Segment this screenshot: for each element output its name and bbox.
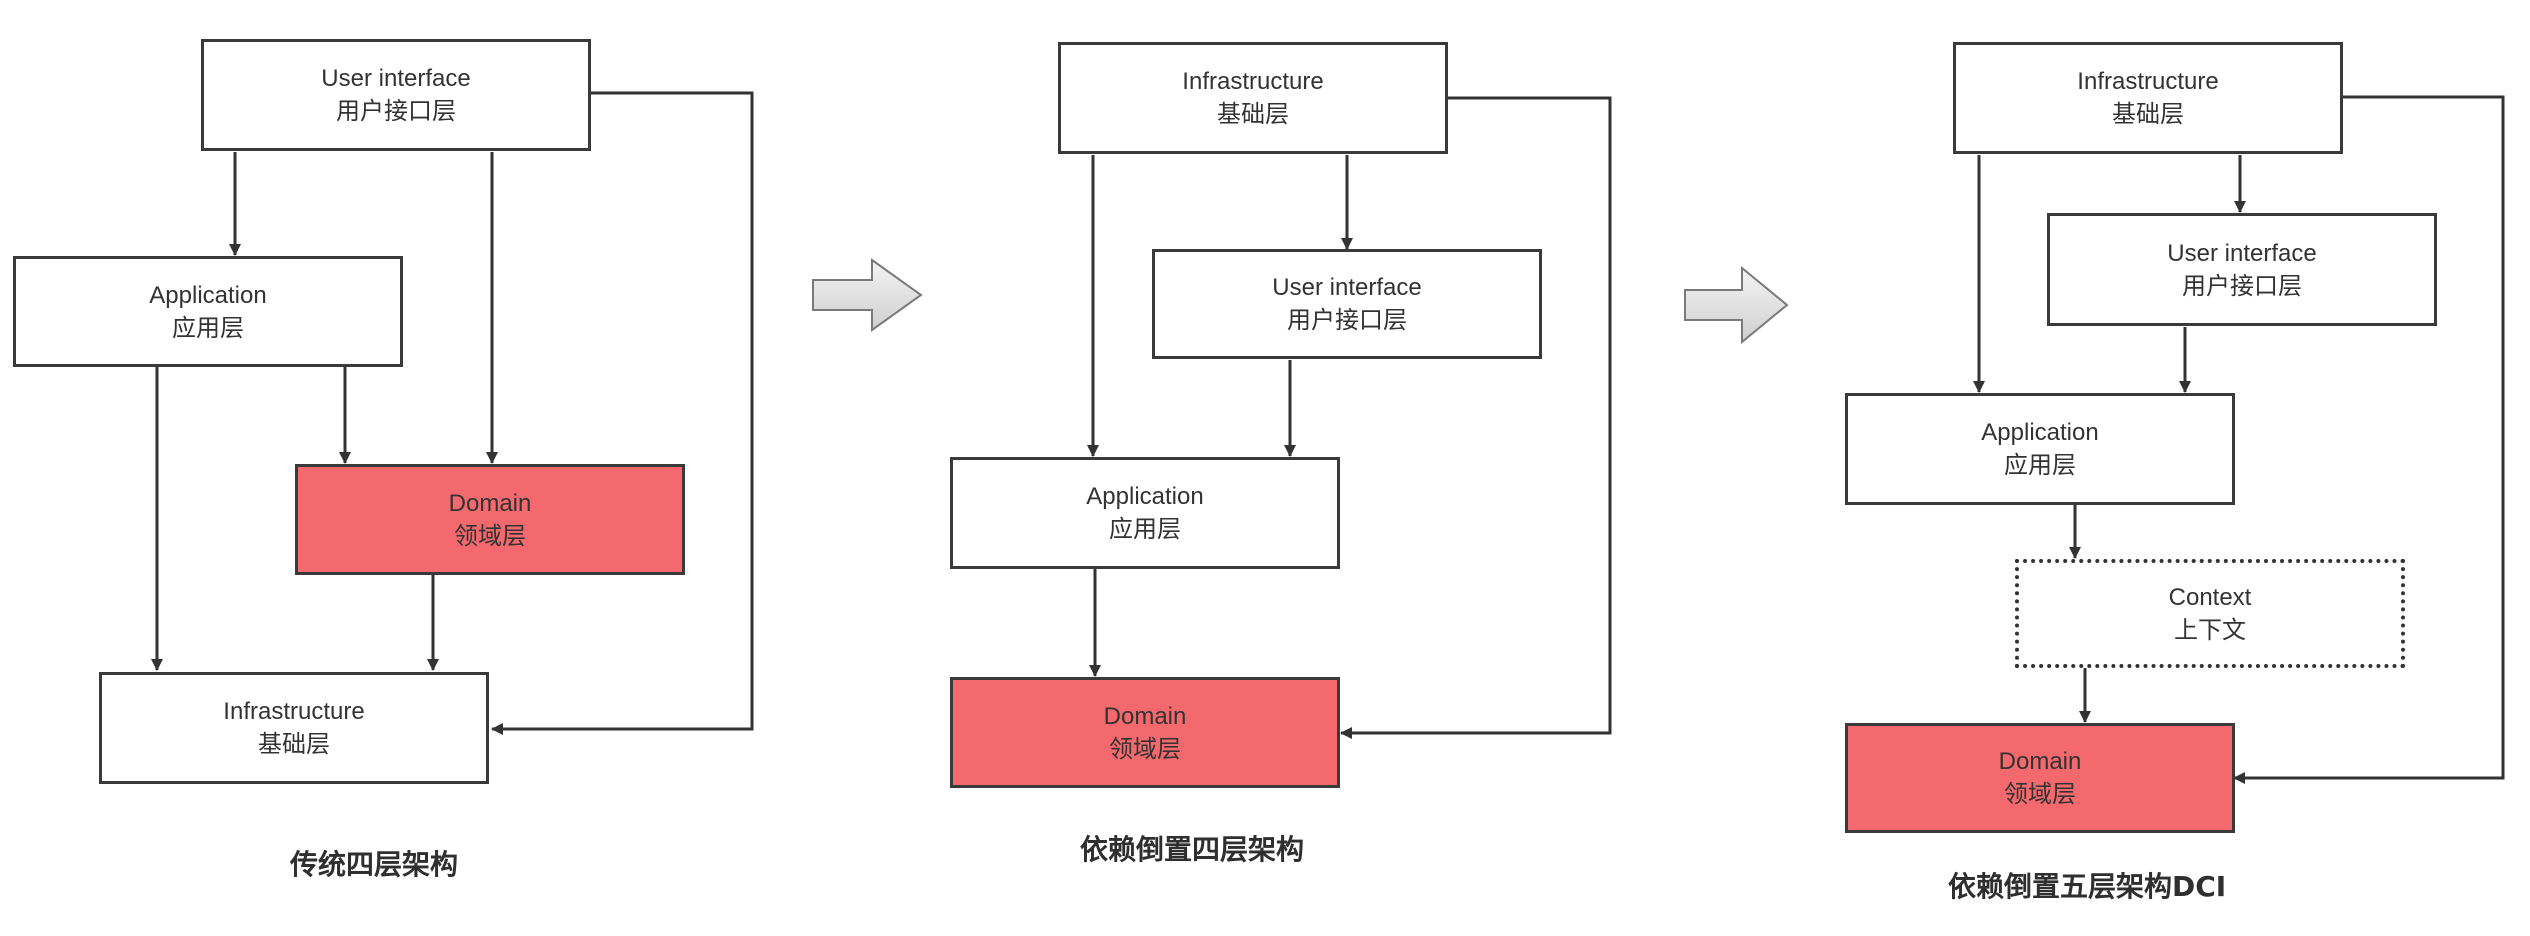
d2-infra-en: Infrastructure [1182,68,1324,95]
diagram3-connectors [1973,95,2505,784]
d2-infrastructure-box: Infrastructure 基础层 [1058,42,1448,154]
d3-ui-en: User interface [2167,239,2317,267]
d2-caption: 依赖倒置四层架构 [1080,833,1305,866]
d3-app-zh: 应用层 [2004,452,2076,479]
d3-context-zh: 上下文 [2174,616,2246,644]
d3-caption: 依赖倒置五层架构DCI [1948,870,2227,903]
d3-domain-zh: 领域层 [2004,781,2076,808]
d2-application-box: Application 应用层 [950,457,1340,569]
d1-domain-zh: 领域层 [454,522,526,550]
d3-infra-zh: 基础层 [2112,101,2184,128]
d1-infrastructure-box: Infrastructure 基础层 [99,672,489,784]
d2-infra-zh: 基础层 [1217,101,1289,128]
transition-arrow-1 [812,258,923,332]
d2-domain-box: Domain 领域层 [950,677,1340,788]
arrow-infra-to-domain [2233,95,2505,784]
d3-app-en: Application [1981,419,2099,446]
d3-context-box: Context 上下文 [2015,559,2405,668]
d3-application-box: Application 应用层 [1845,393,2235,505]
d3-user-interface-box: User interface 用户接口层 [2047,213,2437,326]
d3-ui-zh: 用户接口层 [2182,272,2302,300]
d2-domain-zh: 领域层 [1109,735,1181,763]
d2-domain-en: Domain [1103,702,1187,730]
d3-domain-en: Domain [1998,748,2082,775]
d1-infra-zh: 基础层 [258,731,330,758]
d3-infrastructure-box: Infrastructure 基础层 [1953,42,2343,154]
d1-application-box: Application 应用层 [13,256,403,367]
d1-app-en: Application [149,281,267,309]
d1-ui-zh: 用户接口层 [336,98,456,125]
d1-domain-box: Domain 领域层 [295,464,685,575]
d2-user-interface-box: User interface 用户接口层 [1152,249,1542,359]
d2-ui-zh: 用户接口层 [1287,307,1407,334]
d2-app-zh: 应用层 [1109,516,1181,543]
transition-arrow-2 [1684,265,1789,345]
arrow-infra-to-domain [1340,96,1612,739]
diagram2-connectors [1087,96,1612,739]
d1-domain-en: Domain [448,489,532,517]
d2-ui-en: User interface [1272,274,1422,301]
d1-user-interface-box: User interface 用户接口层 [201,39,591,151]
d3-context-en: Context [2168,583,2252,611]
d1-ui-en: User interface [321,65,471,92]
d3-infra-en: Infrastructure [2077,68,2219,95]
d1-infra-en: Infrastructure [223,698,365,725]
d1-caption: 传统四层架构 [290,848,459,881]
diagram1-connectors [151,91,754,735]
d1-app-zh: 应用层 [172,314,244,342]
arrow-ui-to-infra [491,91,754,735]
d2-app-en: Application [1086,483,1204,510]
d3-domain-box: Domain 领域层 [1845,723,2235,833]
